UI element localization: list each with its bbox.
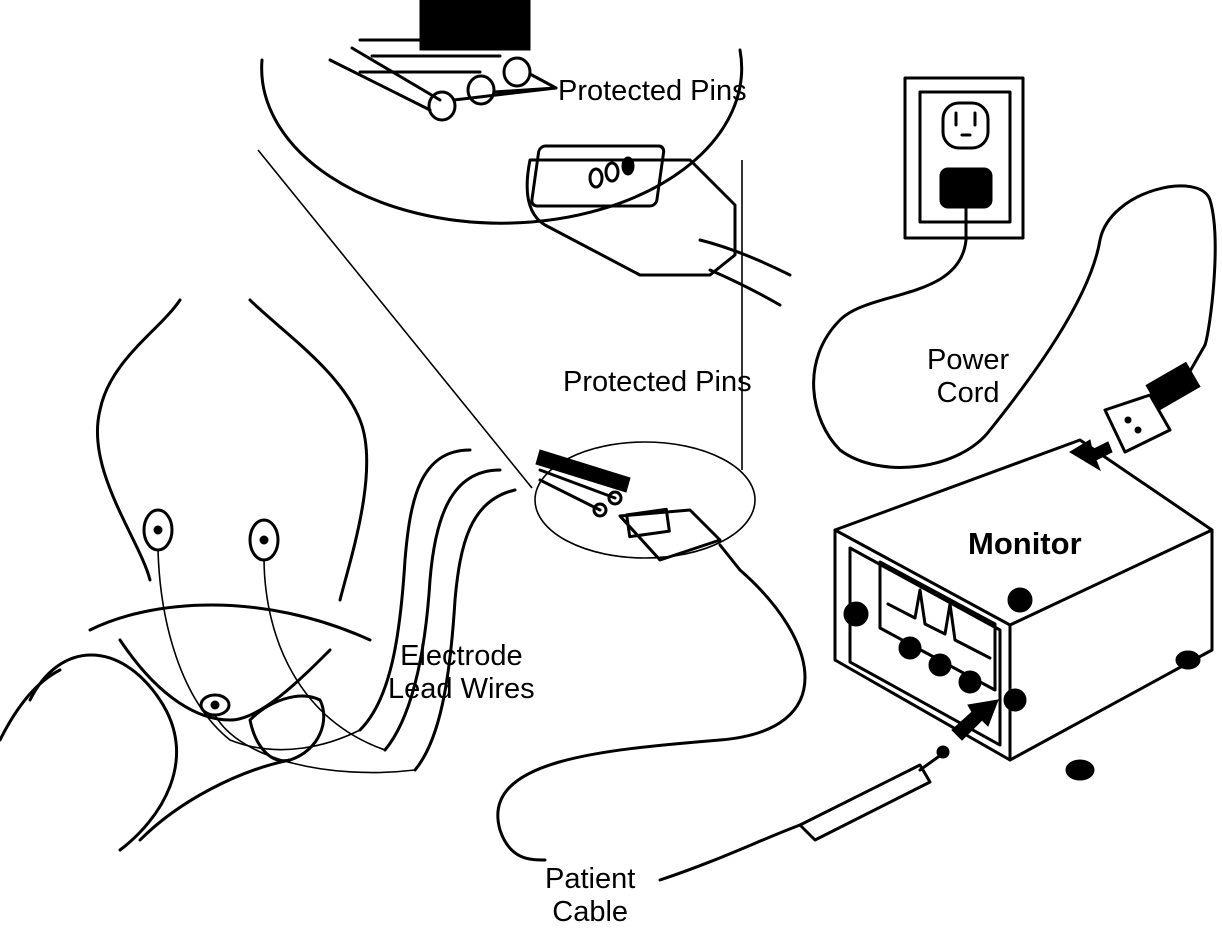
- zoomed-cable-connector: [527, 146, 790, 305]
- wall-outlet: [905, 78, 1023, 240]
- electrode-lead-wires: [360, 450, 630, 770]
- monitor-unit: [835, 440, 1212, 780]
- power-arrow: [1070, 440, 1112, 470]
- monitor-label: Monitor: [968, 527, 1082, 560]
- cable-arrow: [952, 700, 998, 740]
- power-cord: [814, 186, 1216, 468]
- patient-torso: [0, 300, 415, 850]
- zoomed-lead-wire-tips: [330, 0, 556, 120]
- protected-pins-label: Protected Pins: [563, 366, 752, 399]
- protected-pins-zoom-label: Protected Pins: [558, 75, 747, 108]
- magnification-cone: [258, 50, 755, 558]
